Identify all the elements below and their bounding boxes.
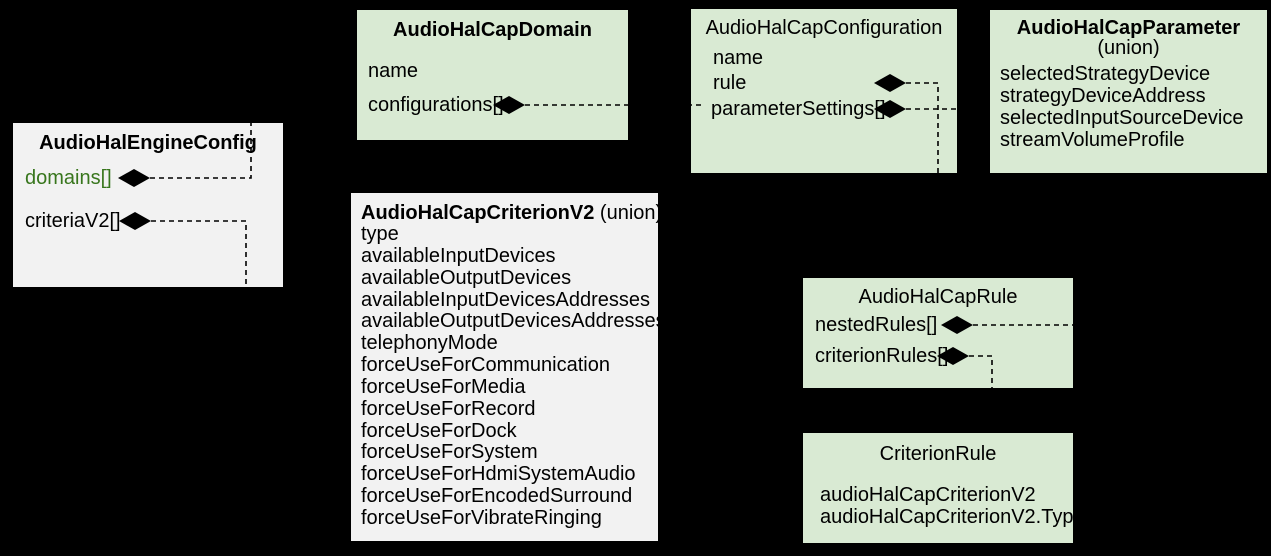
class-box-audiohalcapdomain: AudioHalCapDomain name configurations[] — [357, 10, 628, 140]
field-forceuseforhdmisystemaudio: forceUseForHdmiSystemAudio — [361, 463, 636, 486]
box-title-audiohalcapdomain: AudioHalCapDomain — [393, 19, 592, 41]
class-box-audiohalengineconfig: AudioHalEngineConfig domains[] criteriaV… — [13, 123, 283, 287]
field-forceuseforrecord: forceUseForRecord — [361, 397, 536, 420]
field-domains: domains[] — [25, 167, 112, 189]
box-subtitle-union: (union) — [1097, 37, 1160, 59]
box-title-audiohalcaprule: AudioHalCapRule — [858, 286, 1018, 308]
criterionv2-fields: type availableInputDevices availableOutp… — [361, 223, 666, 530]
field-forceuseforcommunication: forceUseForCommunication — [361, 354, 610, 377]
field-selectedstrategydevice: selectedStrategyDevice — [1000, 63, 1211, 85]
field-availableinputdevices: availableInputDevices — [361, 244, 556, 267]
class-box-audiohalcaprule: AudioHalCapRule nestedRules[] criterionR… — [803, 278, 1073, 388]
field-rule: rule — [713, 72, 747, 94]
field-name: name — [368, 60, 419, 82]
field-streamvolumeprofile: streamVolumeProfile — [1000, 129, 1185, 151]
field-forceusefordock: forceUseForDock — [361, 419, 517, 442]
box-title-audiohalcapconfiguration: AudioHalCapConfiguration — [705, 17, 943, 39]
field-criterionrules: criterionRules[] — [815, 345, 949, 367]
box-title-union-suffix: (union) — [594, 202, 663, 224]
field-nestedrules: nestedRules[] — [815, 314, 938, 336]
box-title-criterionrule: CriterionRule — [879, 443, 997, 465]
field-strategydeviceaddress: strategyDeviceAddress — [1000, 85, 1206, 107]
field-audiohalcapcriterionv2: audioHalCapCriterionV2 — [820, 484, 1036, 506]
class-box-criterionrule: CriterionRule audioHalCapCriterionV2 aud… — [803, 433, 1085, 543]
box-title-audiohalcapparameter: AudioHalCapParameter — [1016, 17, 1241, 39]
field-forceuseforvibrateringing: forceUseForVibrateRinging — [361, 506, 602, 529]
field-availableoutputdevices: availableOutputDevices — [361, 266, 572, 289]
field-forceuseforsystem: forceUseForSystem — [361, 441, 538, 464]
field-selectedinputsourcedevice: selectedInputSourceDevice — [1000, 107, 1244, 129]
class-box-audiohalcapconfiguration: AudioHalCapConfiguration name rule param… — [691, 9, 957, 173]
field-availableinputdevicesaddresses: availableInputDevicesAddresses — [361, 288, 651, 311]
class-box-audiohalcapcriterionv2: AudioHalCapCriterionV2 (union) type avai… — [351, 193, 666, 541]
field-name: name — [713, 47, 764, 69]
field-audiohalcapcriterionv2-type: audioHalCapCriterionV2.Type — [820, 506, 1085, 528]
field-availableoutputdevicesaddresses: availableOutputDevicesAddresses — [361, 310, 666, 333]
field-telephonymode: telephonyMode — [361, 332, 498, 355]
box-title-bold-part: AudioHalCapCriterionV2 — [361, 202, 595, 224]
parameter-fields: selectedStrategyDevice strategyDeviceAdd… — [1000, 63, 1243, 151]
box-title-audiohalengineconfig: AudioHalEngineConfig — [39, 132, 257, 154]
field-parametersettings: parameterSettings[] — [711, 98, 886, 120]
class-box-audiohalcapparameter: AudioHalCapParameter (union) selectedStr… — [990, 10, 1267, 173]
field-configurations: configurations[] — [368, 94, 504, 116]
field-criteriav2: criteriaV2[] — [25, 210, 121, 232]
field-forceuseformedia: forceUseForMedia — [361, 375, 526, 398]
field-type: type — [361, 223, 399, 245]
field-forceuseforencodedsurround: forceUseForEncodedSurround — [361, 485, 633, 508]
box-title-audiohalcapcriterionv2: AudioHalCapCriterionV2 (union) — [361, 201, 662, 225]
